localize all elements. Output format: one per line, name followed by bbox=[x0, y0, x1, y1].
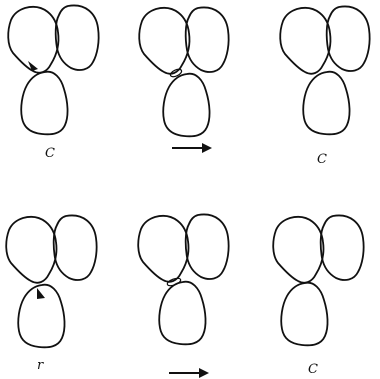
panel-label-top-right: C bbox=[317, 152, 327, 167]
panel-label-top-left: C bbox=[45, 146, 55, 161]
panel-top-right: C bbox=[280, 6, 369, 167]
arrow-top bbox=[172, 143, 212, 153]
panel-bottom-left: r bbox=[6, 215, 96, 373]
panel-top-middle bbox=[139, 7, 228, 136]
panel-top-left: C bbox=[8, 5, 98, 161]
panel-bottom-right: C bbox=[273, 215, 363, 377]
arrow-bottom bbox=[169, 368, 209, 378]
contact-loop bbox=[166, 277, 181, 287]
panel-label-bottom-right: C bbox=[308, 362, 318, 377]
arrowhead-marker bbox=[37, 288, 45, 299]
panel-label-bottom-left: r bbox=[37, 358, 44, 373]
panel-bottom-middle bbox=[138, 214, 228, 344]
